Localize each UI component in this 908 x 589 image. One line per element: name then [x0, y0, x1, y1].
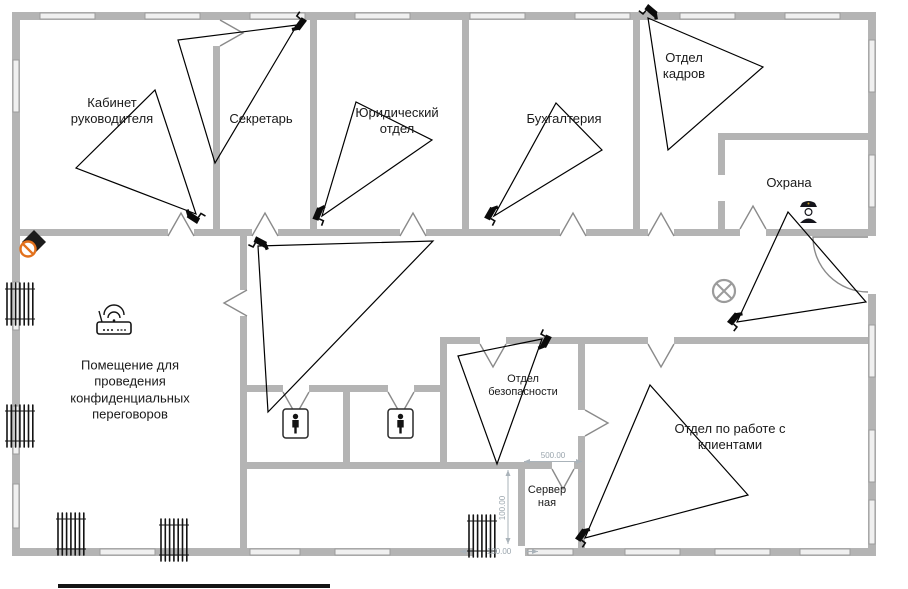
- dimension-labels: 500.00 100.00 100.00: [487, 451, 566, 556]
- fov-cone-camera-legal: [320, 101, 434, 218]
- dimension-lines: [460, 459, 582, 557]
- camera-coverage-cones: [74, 17, 868, 539]
- dimension-label: 100.00: [487, 547, 512, 556]
- fov-cone-camera-guard-zone: [735, 210, 868, 323]
- dimension-label: 100.00: [498, 495, 507, 520]
- no-entry-sign-icon: [19, 230, 46, 258]
- radiator-icon: [4, 282, 36, 326]
- dimension-label: 500.00: [541, 451, 566, 460]
- drawing-edge-line: [58, 584, 330, 588]
- fov-cone-camera-director: [74, 88, 197, 216]
- security-guard-icon: [800, 201, 817, 223]
- windows: [12, 12, 876, 556]
- fixtures: [19, 201, 817, 588]
- radiator-icon: [55, 512, 87, 556]
- restroom-right: [387, 408, 414, 439]
- fov-cone-camera-hr: [647, 17, 765, 152]
- radiators: [4, 282, 498, 562]
- restroom-left: [282, 408, 309, 439]
- fov-cone-camera-accounting: [492, 102, 603, 218]
- fov-cone-camera-secretary: [177, 24, 299, 165]
- fan-circle-icon: [711, 278, 737, 304]
- fov-cone-camera-security-dept: [457, 338, 543, 466]
- camera-accounting-cctv-camera-icon: [481, 201, 506, 227]
- radiator-icon: [158, 518, 190, 562]
- wifi-router-icon: [96, 304, 132, 335]
- camera-guard-zone-cctv-camera-icon: [724, 308, 750, 332]
- door-arcs: [167, 19, 869, 491]
- fov-cone-camera-clients: [583, 383, 750, 539]
- fov-cone-camera-corridor: [257, 240, 435, 414]
- walls: [12, 12, 876, 556]
- radiator-icon: [4, 404, 36, 448]
